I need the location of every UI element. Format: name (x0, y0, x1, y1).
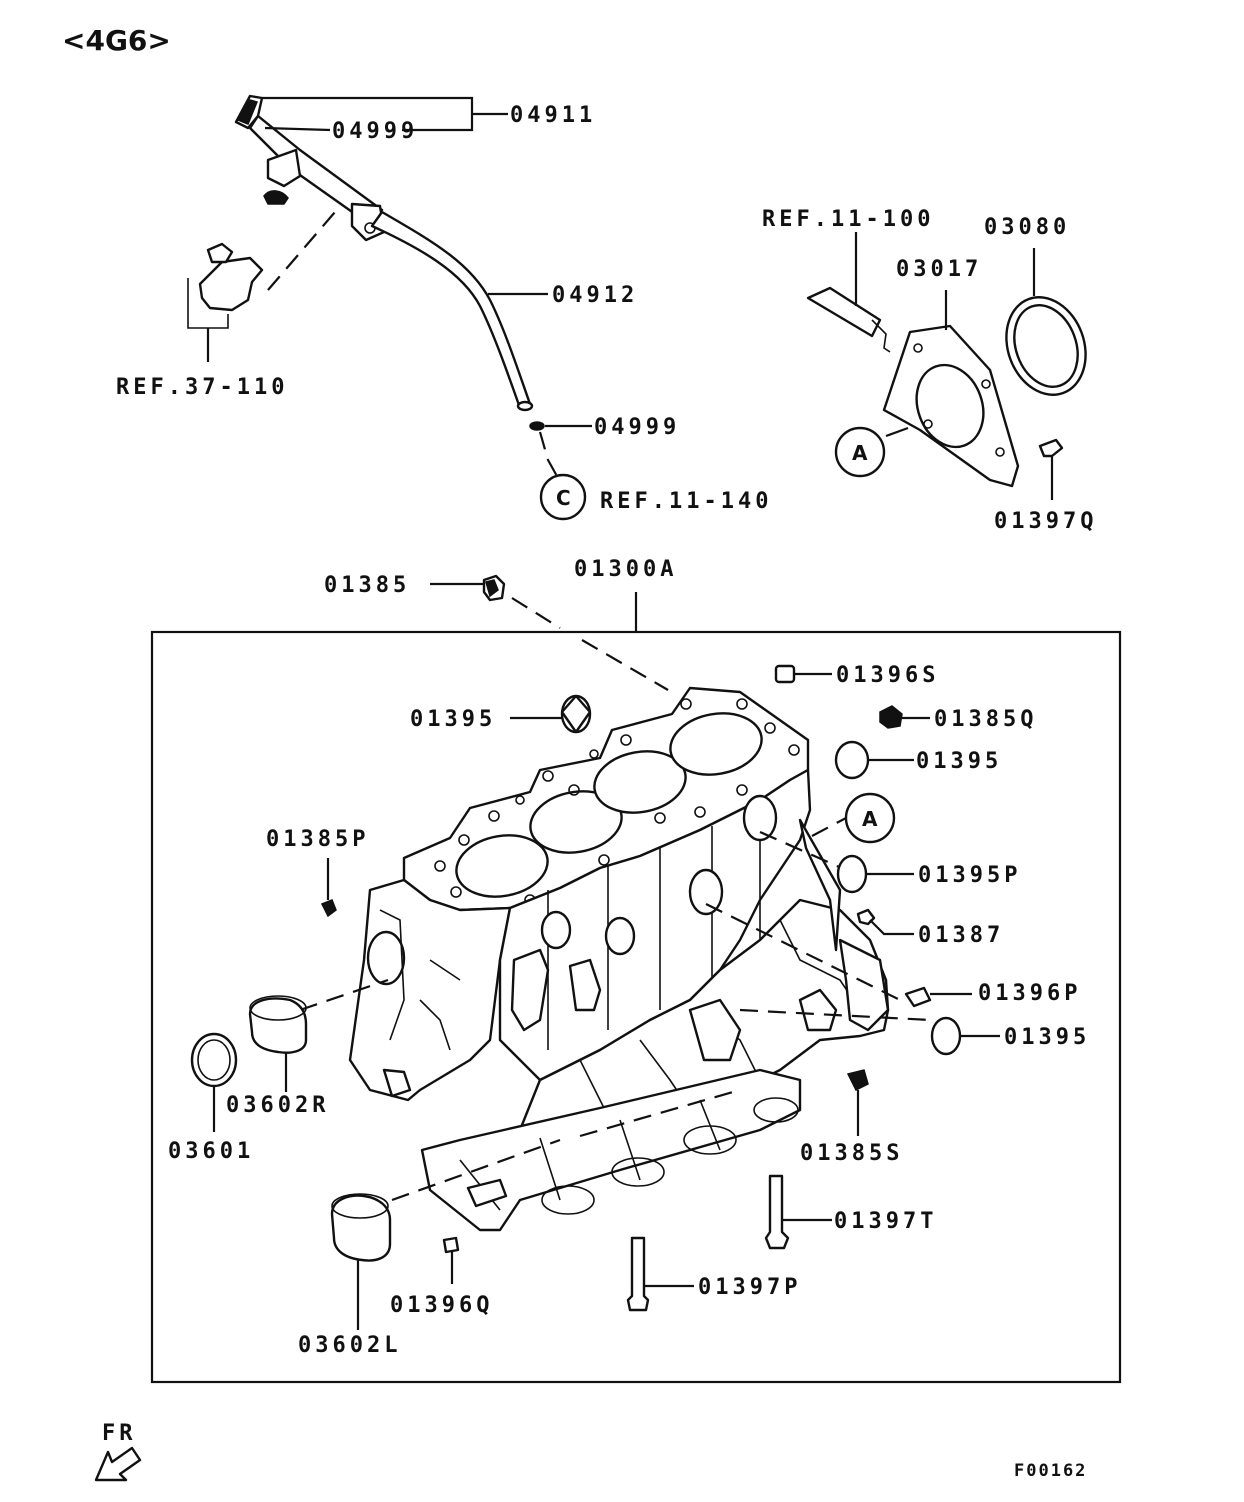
label-01397t: 01397T (834, 1209, 937, 1234)
label-01395-a: 01395 (410, 707, 496, 732)
label-03017: 03017 (896, 257, 982, 282)
label-04912: 04912 (552, 283, 638, 308)
svg-text:A: A (852, 441, 868, 465)
rear-seal-assembly (806, 232, 1087, 500)
label-01397q: 01397Q (994, 509, 1097, 534)
label-03602r: 03602R (226, 1093, 329, 1118)
align-line-6 (811, 817, 847, 837)
label-01300a: 01300A (574, 557, 677, 582)
label-ref-11-140: REF.11-140 (600, 489, 772, 514)
label-03602l: 03602L (298, 1333, 401, 1358)
align-line-4 (739, 1008, 931, 1022)
plug-01385-top (430, 574, 669, 691)
engine-tag: <4G6> (62, 24, 171, 57)
arrow-down-left-icon (94, 1446, 142, 1482)
label-ref-37-110: REF.37-110 (116, 375, 288, 400)
label-01385p: 01385P (266, 827, 369, 852)
small-parts (190, 664, 1000, 1330)
callout-c: C (539, 473, 587, 521)
figure-code: F00162 (1014, 1461, 1087, 1481)
align-line-3 (705, 903, 901, 1001)
label-04911: 04911 (510, 103, 596, 128)
label-01397p: 01397P (698, 1275, 801, 1300)
label-01385s: 01385S (800, 1141, 903, 1166)
front-direction-indicator: FR (94, 1421, 142, 1482)
label-04999-bottom: 04999 (594, 415, 680, 440)
label-03080: 03080 (984, 215, 1070, 240)
part-labels: 04911 04999 04912 REF.37-110 04999 REF.1… (116, 103, 1097, 1358)
svg-text:A: A (862, 807, 878, 831)
label-01395p: 01395P (918, 863, 1021, 888)
label-01387: 01387 (918, 923, 1004, 948)
callout-a-top: A (834, 426, 886, 478)
label-01385q: 01385Q (934, 707, 1037, 732)
label-01396s: 01396S (836, 663, 939, 688)
label-01396p: 01396P (978, 981, 1081, 1006)
label-01395-c: 01395 (1004, 1025, 1090, 1050)
label-03601: 03601 (168, 1139, 254, 1164)
align-line-1 (299, 978, 389, 1012)
label-01396q: 01396Q (390, 1293, 493, 1318)
svg-text:C: C (556, 486, 571, 510)
cylinder-block (348, 686, 890, 1232)
front-label: FR (102, 1421, 137, 1446)
callout-a-block: A (844, 792, 896, 844)
align-line-2 (759, 830, 847, 872)
label-04999-top: 04999 (332, 119, 418, 144)
dipstick-assembly (187, 94, 592, 479)
label-ref-11-100: REF.11-100 (762, 207, 934, 232)
label-01385-top: 01385 (324, 573, 410, 598)
label-01395-b: 01395 (916, 749, 1002, 774)
align-line-5 (391, 1088, 741, 1202)
